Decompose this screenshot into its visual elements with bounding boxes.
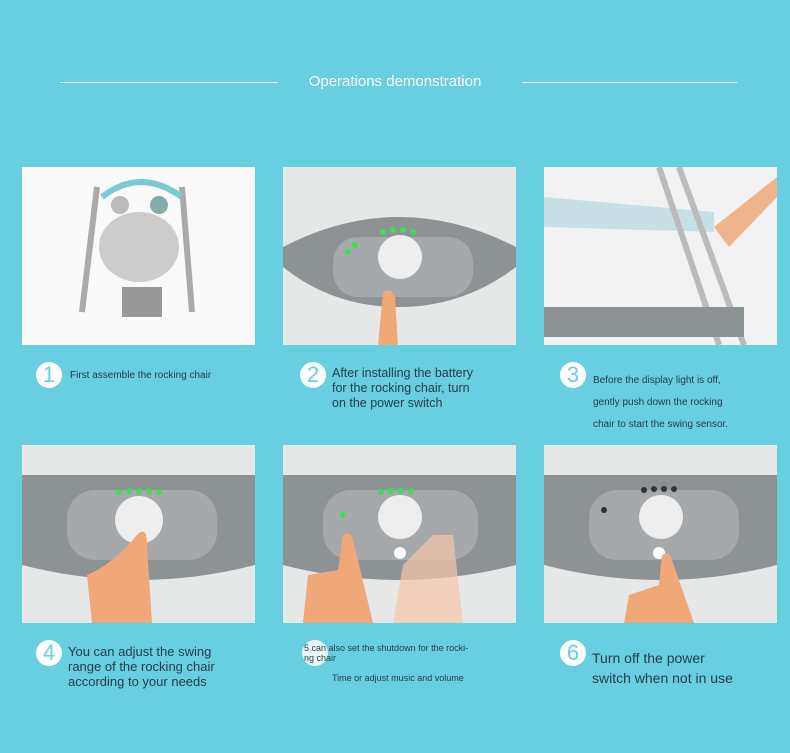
- step-5-image: [283, 445, 516, 623]
- step-caption: Before the display light is off, gently …: [593, 375, 729, 430]
- step-subcaption: Time or adjust music and volume: [332, 673, 464, 683]
- step-caption: 5 can also set the shutdown for the rock…: [304, 643, 469, 663]
- step-number-badge: 3: [560, 362, 586, 388]
- step-number-badge: 5: [302, 640, 328, 666]
- step-number-badge: 4: [36, 640, 62, 666]
- step-4-image: [22, 445, 255, 623]
- step-number-badge: 6: [560, 640, 586, 666]
- page-title: Operations demonstration: [308, 73, 482, 90]
- step-number-badge: 1: [36, 362, 62, 388]
- step-caption: After installing the battery for the roc…: [332, 366, 474, 410]
- divider-right: [522, 82, 737, 83]
- step-6-image: [544, 445, 777, 623]
- step-2-image: [283, 167, 516, 345]
- step-caption: You can adjust the swing range of the ro…: [68, 644, 215, 689]
- step-caption: Turn off the power switch when not in us…: [592, 650, 733, 686]
- step-1-image: [22, 167, 255, 345]
- step-number-badge: 2: [300, 362, 326, 388]
- step-3-image: [544, 167, 777, 345]
- divider-left: [60, 82, 278, 83]
- step-caption: First assemble the rocking chair: [70, 370, 212, 381]
